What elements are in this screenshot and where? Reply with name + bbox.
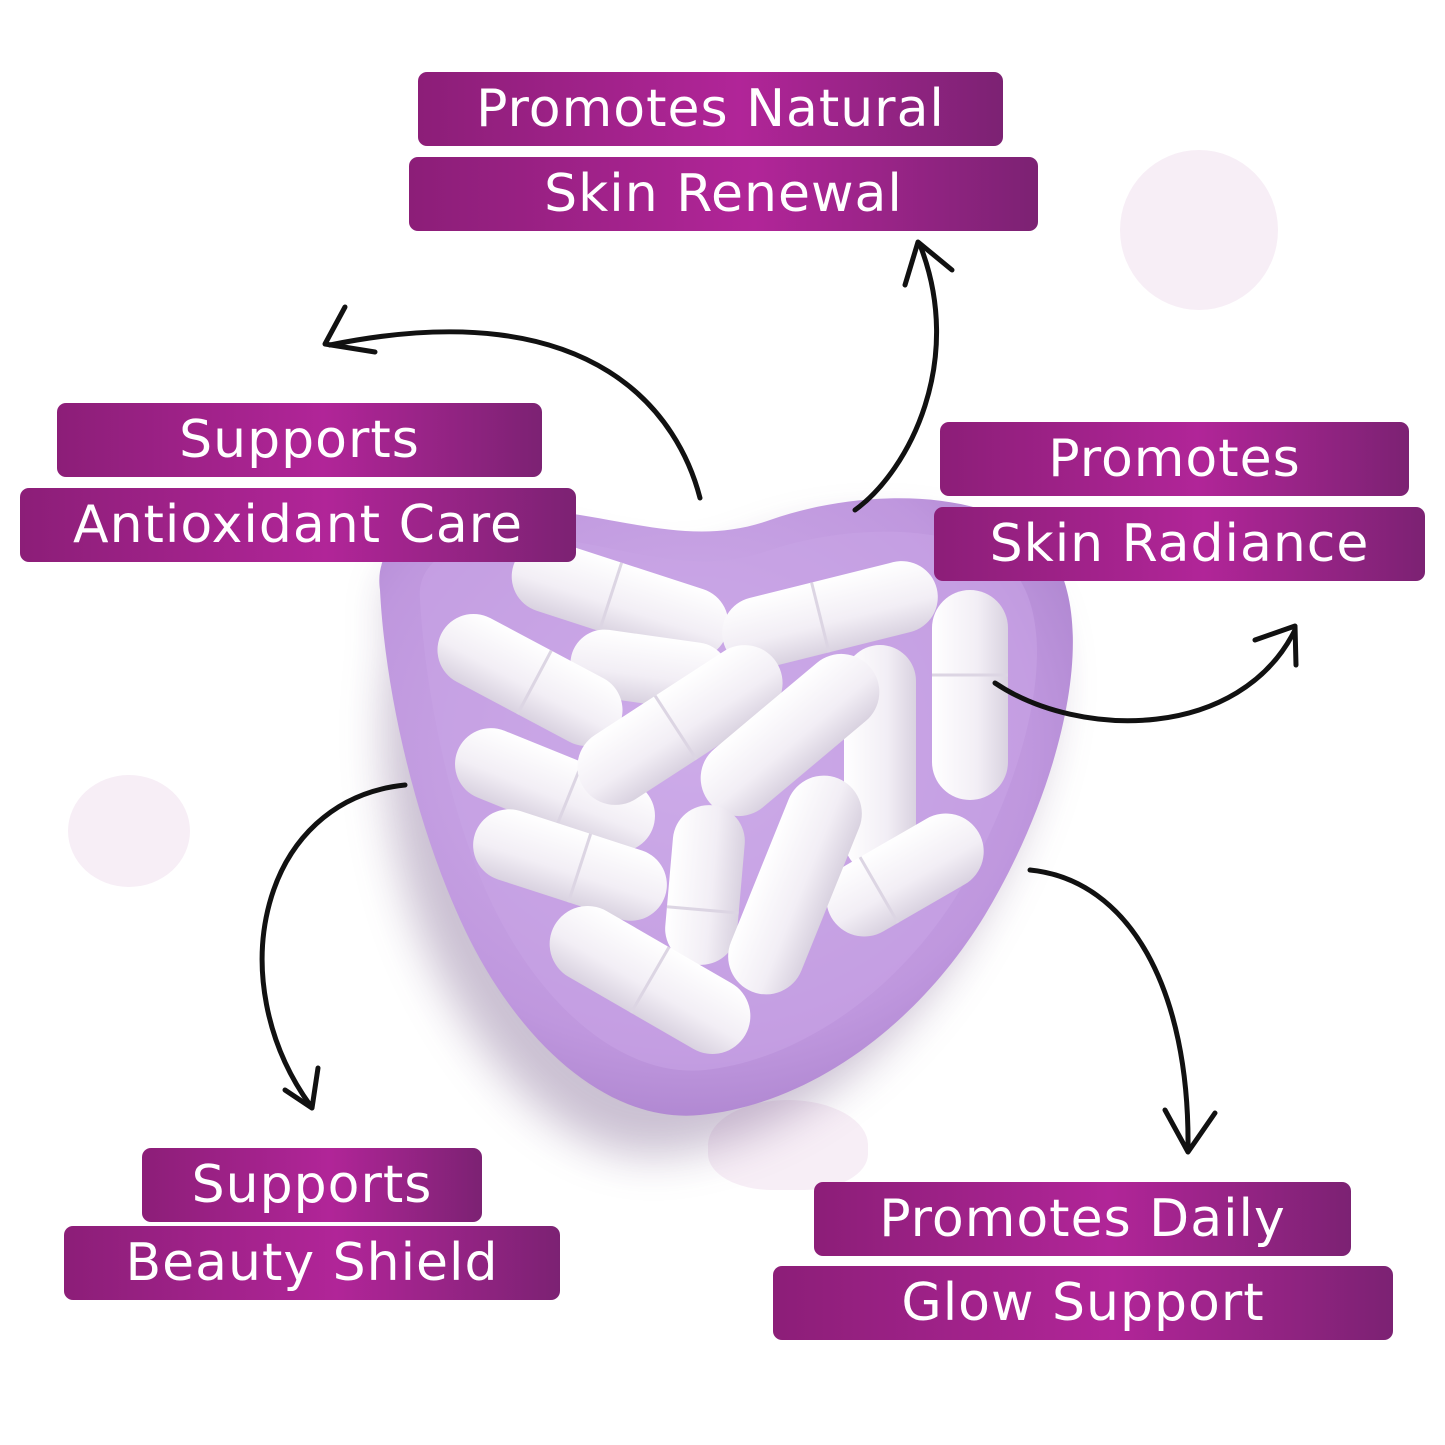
label-right-line2: Skin Radiance xyxy=(934,507,1425,581)
capsule xyxy=(728,775,862,995)
capsule xyxy=(455,728,655,852)
label-left-line1: Supports xyxy=(57,403,542,477)
arrow-to-left-label xyxy=(327,329,703,501)
capsules xyxy=(437,540,1008,1054)
arrowhead-right xyxy=(1252,623,1299,668)
label-bottom-right-line1: Promotes Daily xyxy=(814,1182,1351,1256)
capsule xyxy=(577,645,783,805)
label-bottom-right-line2: Glow Support xyxy=(773,1266,1393,1340)
label-left-line2: Antioxidant Care xyxy=(20,488,576,562)
capsule xyxy=(700,653,880,817)
capsule xyxy=(437,613,623,747)
capsule xyxy=(722,561,938,669)
arrow-to-bottom-left-label xyxy=(259,782,408,1108)
capsule xyxy=(665,805,745,965)
capsule xyxy=(826,813,984,937)
capsule xyxy=(549,906,751,1054)
label-right-line1: Promotes xyxy=(940,422,1409,496)
background-blob-left xyxy=(68,775,190,887)
capsule xyxy=(932,590,1008,800)
capsule xyxy=(511,540,729,660)
background-blob-top-right xyxy=(1120,150,1278,310)
arrowhead-bottom-left xyxy=(282,1065,321,1111)
arrow-to-bottom-right-label xyxy=(1027,867,1191,1153)
label-bottom-left-line1: Supports xyxy=(142,1148,482,1222)
arrowhead-top xyxy=(902,239,955,288)
arrow-to-right-label xyxy=(992,627,1298,724)
arrowhead-left xyxy=(322,304,378,355)
arrow-to-top-label xyxy=(852,242,939,513)
capsule xyxy=(473,809,667,921)
arrowhead-bottom-right xyxy=(1162,1107,1218,1155)
label-bottom-left-line2: Beauty Shield xyxy=(64,1226,560,1300)
label-top-line2: Skin Renewal xyxy=(409,157,1038,231)
label-top-line1: Promotes Natural xyxy=(418,72,1003,146)
